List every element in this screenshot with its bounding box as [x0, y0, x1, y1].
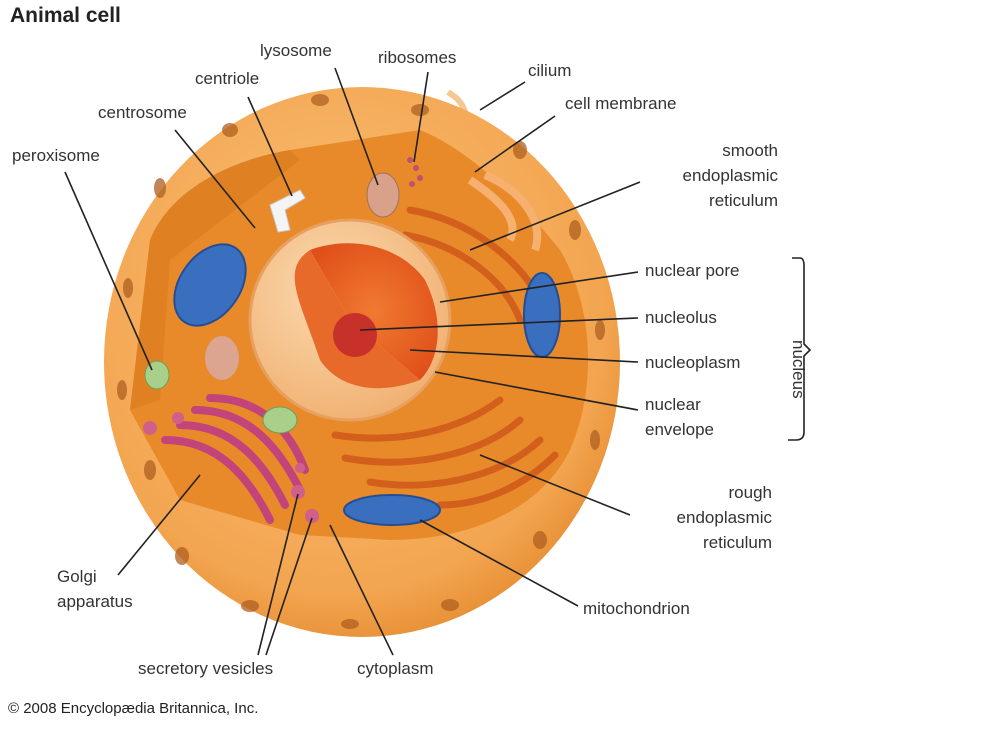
- label-line: nuclear: [645, 395, 701, 414]
- label-line: smooth: [722, 141, 778, 160]
- rough-endoplasmic-reticulum: [331, 206, 559, 509]
- membrane-spots: [117, 94, 605, 629]
- label-line: apparatus: [57, 592, 133, 611]
- label-centrosome: centrosome: [98, 103, 187, 122]
- lysosome: [366, 172, 400, 218]
- label-secretory-vesicles: secretory vesicles: [138, 659, 274, 678]
- leader-lines: [64, 67, 641, 656]
- copyright: © 2008 Encyclopædia Britannica, Inc.: [8, 700, 259, 717]
- label-nucleoplasm: nucleoplasm: [645, 353, 741, 372]
- label-golgi-apparatus: Golgi apparatus: [57, 564, 133, 614]
- label-line: reticulum: [709, 191, 778, 210]
- label-cytoplasm: cytoplasm: [357, 659, 434, 678]
- diagram-title: Animal cell: [10, 4, 121, 27]
- label-nucleus: nucleus: [789, 340, 808, 399]
- label-centriole: centriole: [195, 69, 260, 88]
- label-nucleolus: nucleolus: [645, 308, 717, 327]
- label-line: envelope: [645, 420, 715, 439]
- label-lysosome: lysosome: [260, 41, 332, 60]
- label-rough-er: rough endoplasmic reticulum: [640, 480, 772, 555]
- nucleus-bracket: [788, 257, 812, 441]
- label-ribosomes: ribosomes: [378, 48, 457, 67]
- label-cell-membrane: cell membrane: [565, 94, 677, 113]
- nucleoplasm: [310, 243, 438, 380]
- label-line: reticulum: [703, 533, 772, 552]
- label-line: rough: [728, 483, 772, 502]
- label-peroxisome: peroxisome: [12, 146, 100, 165]
- peroxisome: [144, 360, 170, 390]
- nucleolus: [333, 313, 377, 357]
- label-line: endoplasmic: [682, 166, 778, 185]
- vesicle: [205, 336, 239, 380]
- secretory-vesicles: [143, 412, 319, 523]
- label-mitochondrion: mitochondrion: [583, 599, 690, 618]
- mitochondrion: [173, 243, 561, 526]
- label-nuclear-envelope: nuclear envelope: [645, 392, 714, 442]
- ribosomes: [407, 157, 423, 187]
- centriole: [269, 189, 306, 233]
- peroxisome-2: [262, 406, 298, 434]
- label-nuclear-pore: nuclear pore: [645, 261, 740, 280]
- label-cilium: cilium: [528, 61, 572, 80]
- label-line: endoplasmic: [676, 508, 772, 527]
- label-smooth-er: smooth endoplasmic reticulum: [640, 138, 778, 213]
- label-line: Golgi: [57, 567, 97, 586]
